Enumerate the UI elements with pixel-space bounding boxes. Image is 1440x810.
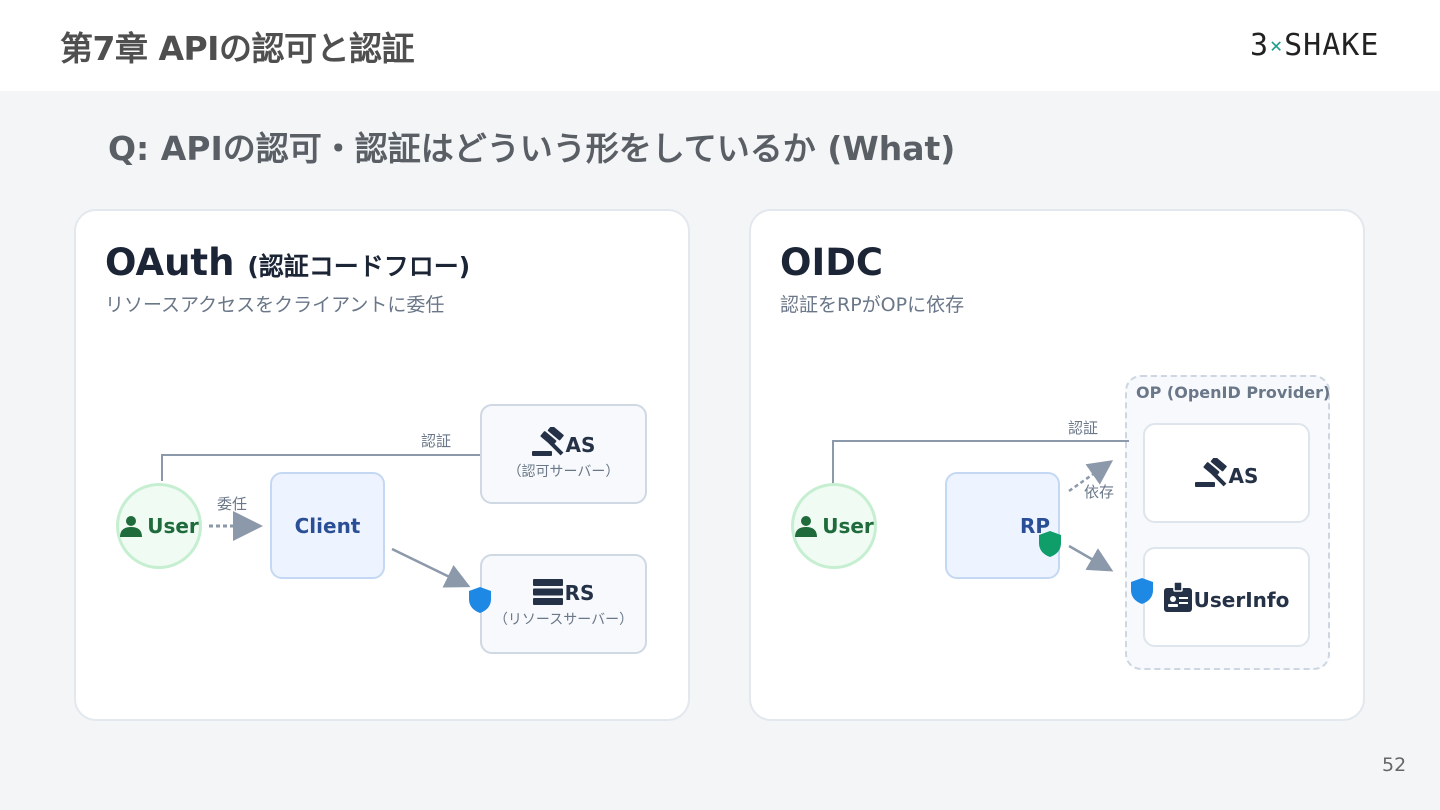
user-icon: [120, 516, 143, 537]
userinfo-edge: [1068, 544, 1114, 572]
user-icon: [795, 516, 818, 537]
oauth-title: OAuth (認証コードフロー): [105, 241, 471, 284]
oidc-user-label: User: [822, 514, 874, 538]
auth-edge-label: 認証: [421, 432, 452, 450]
server-icon: [532, 579, 563, 605]
client-node: Client: [270, 472, 385, 579]
client-label: Client: [294, 513, 361, 538]
as-node: AS （認可サーバー）: [480, 404, 647, 504]
delegate-edge-label: 委任: [217, 495, 248, 513]
rp-node: RP: [945, 472, 1060, 579]
company-logo: 3✕SHAKE: [1250, 28, 1380, 63]
oidc-user-node: User: [791, 483, 877, 569]
rs-sublabel: （リソースサーバー）: [493, 612, 634, 628]
chapter-title: 第7章 APIの認可と認証: [60, 29, 414, 68]
oidc-as-label: AS: [1228, 464, 1259, 488]
oauth-edges: [161, 454, 481, 588]
gavel-icon: [531, 427, 564, 456]
oidc-subtitle: 認証をRPがOPに依存: [780, 294, 965, 316]
as-label: AS: [565, 433, 596, 457]
oauth-user-node: User: [116, 483, 202, 569]
header-bar: 第7章 APIの認可と認証 3✕SHAKE: [0, 0, 1440, 91]
depend-edge-label: 依存: [1084, 483, 1115, 501]
shield-icon: [1131, 578, 1153, 604]
access-edge: [391, 547, 471, 588]
oidc-auth-edge-label: 認証: [1068, 419, 1099, 437]
oauth-user-label: User: [147, 514, 199, 538]
op-group-label: OP (OpenID Provider): [1136, 383, 1331, 402]
as-sublabel: （認可サーバー）: [507, 464, 620, 480]
oauth-card: OAuth (認証コードフロー) リソースアクセスをクライアントに委任 認証 委…: [74, 209, 690, 721]
oidc-as-node: AS: [1143, 423, 1310, 523]
shield-icon: [1039, 531, 1061, 557]
userinfo-label: UserInfo: [1193, 588, 1290, 612]
oidc-title: OIDC: [780, 241, 884, 284]
auth-edge: [161, 454, 481, 481]
depend-edge: [1068, 460, 1114, 493]
oauth-subtitle: リソースアクセスをクライアントに委任: [105, 294, 445, 316]
shield-icon: [469, 587, 491, 613]
gavel-icon: [1194, 458, 1227, 487]
question-heading: Q: APIの認可・認証はどういう形をしているか (What): [108, 129, 956, 168]
page-number: 52: [1382, 754, 1407, 776]
userinfo-node: UserInfo: [1143, 547, 1310, 647]
rs-node: RS （リソースサーバー）: [480, 554, 647, 654]
oidc-auth-edge: [832, 440, 1129, 485]
id-badge-icon: [1163, 582, 1192, 612]
oidc-card: OIDC 認証をRPがOPに依存 OP (OpenID Provider) 認証…: [749, 209, 1365, 721]
oidc-edges: [832, 440, 1129, 572]
rs-label: RS: [564, 581, 595, 605]
